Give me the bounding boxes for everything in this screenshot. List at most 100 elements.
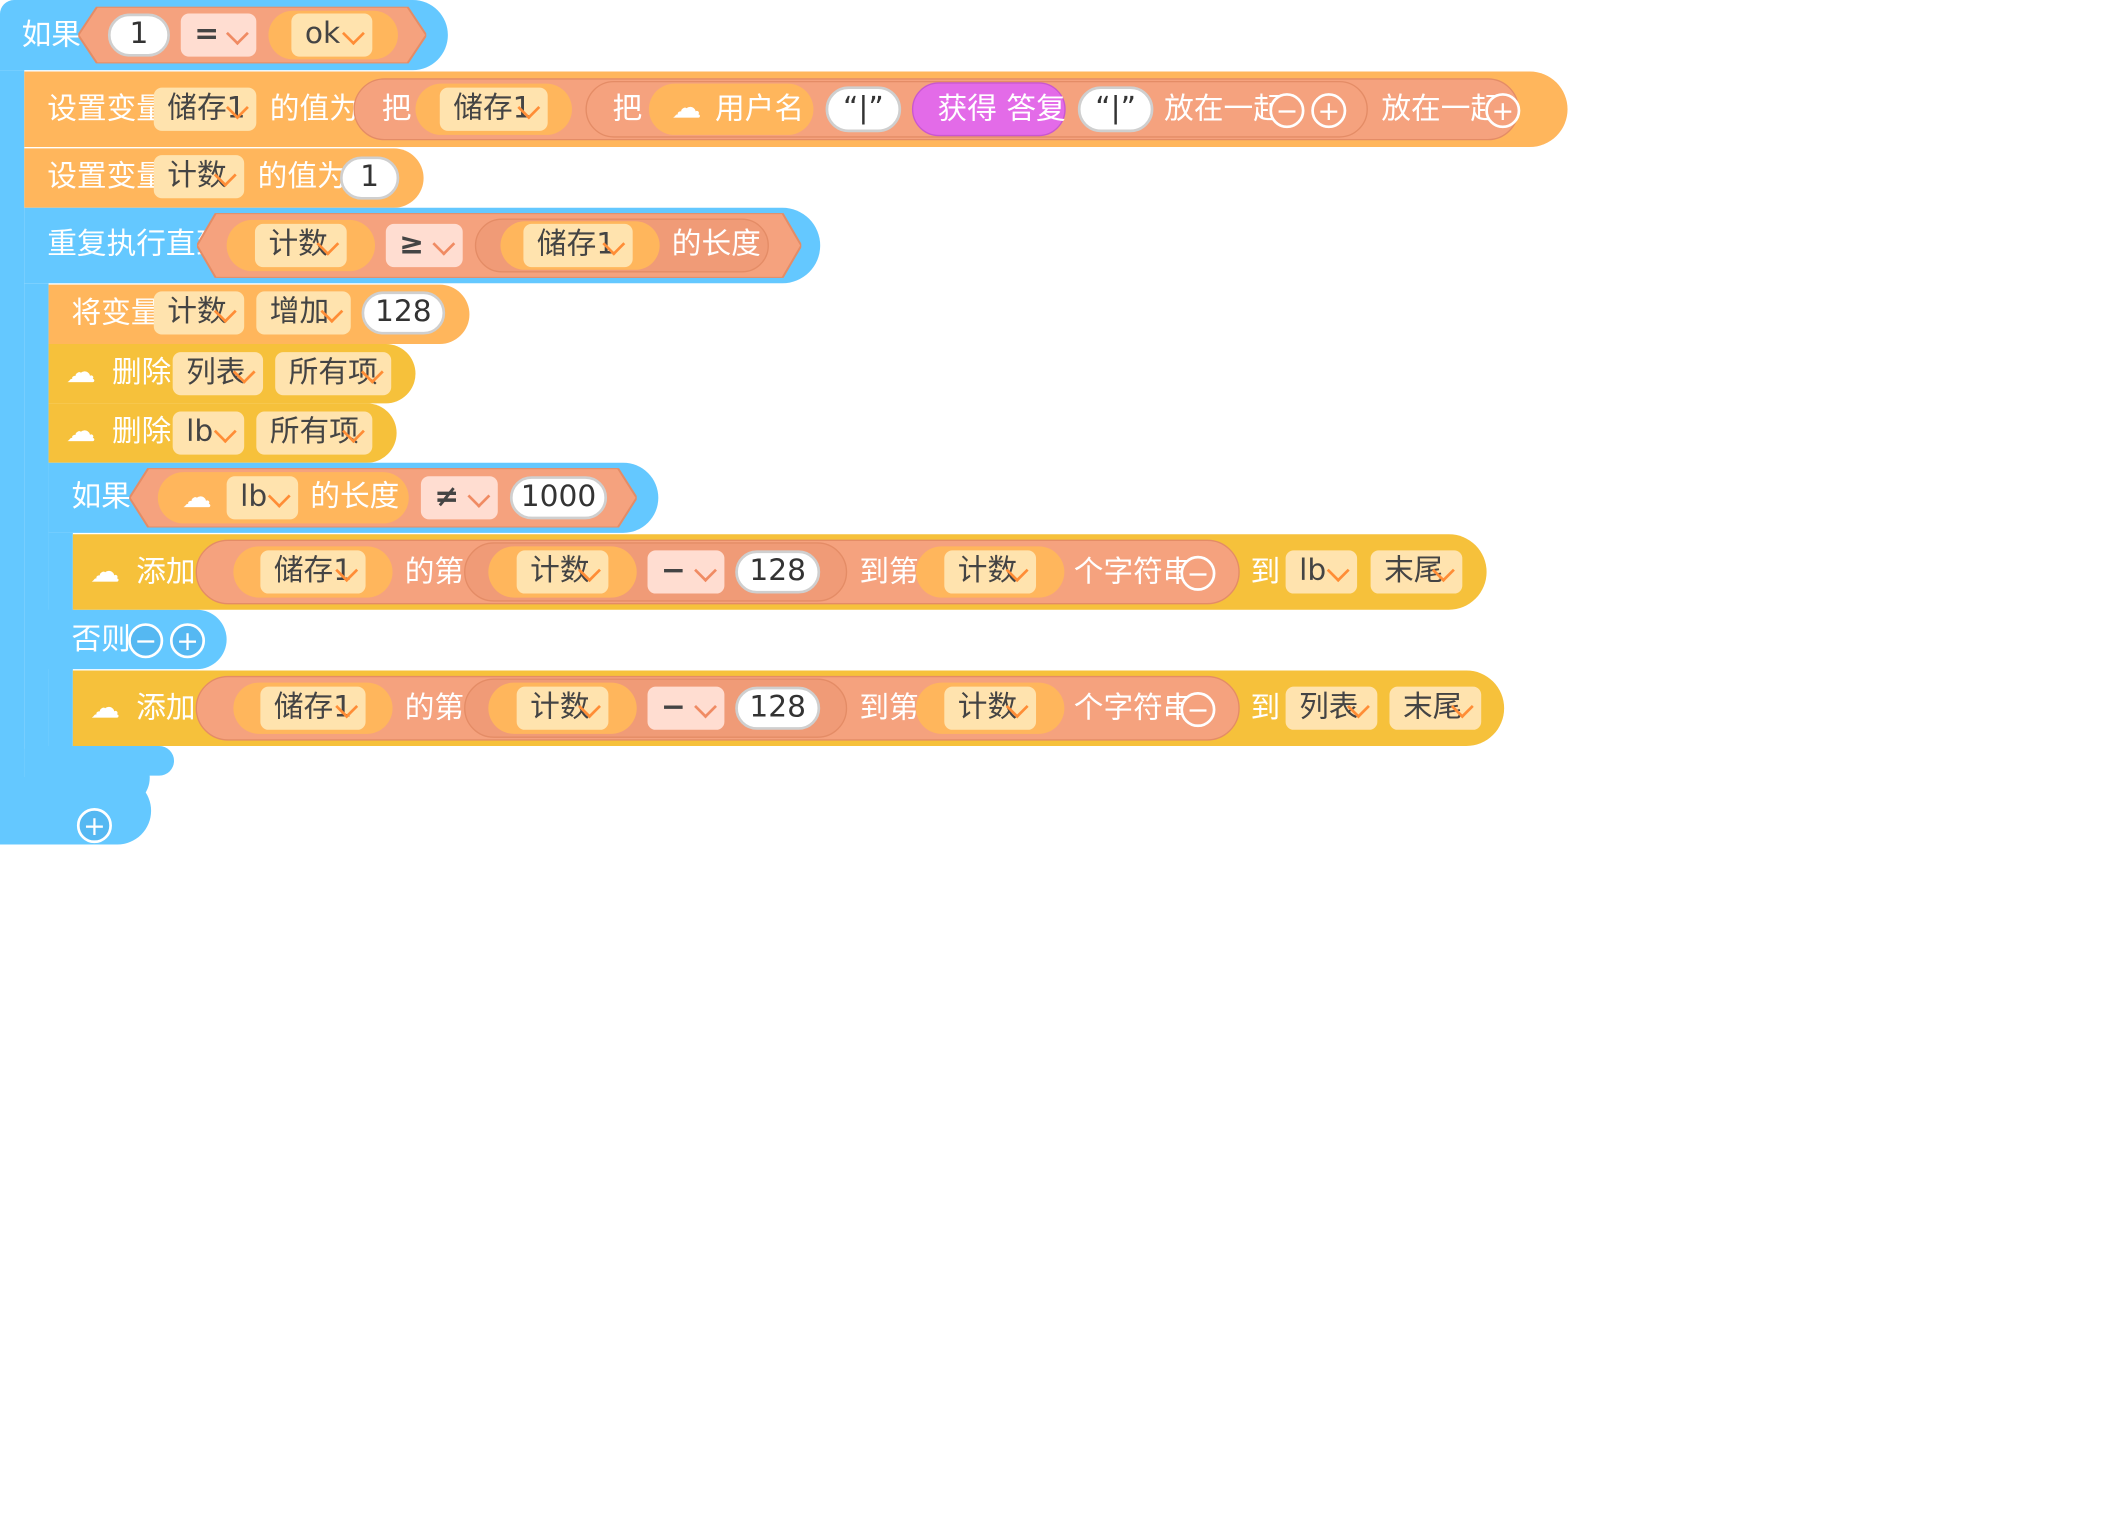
minus-button[interactable]: − [128, 623, 164, 659]
chevron-down-icon [694, 695, 717, 719]
if-operator-dropdown[interactable]: = [180, 13, 257, 57]
set2-value[interactable]: 1 [339, 156, 400, 200]
if-left-value[interactable]: 1 [107, 13, 170, 57]
add1-num[interactable]: 128 [735, 550, 821, 594]
add1-count2-text: 计数 [957, 554, 1018, 589]
cloud-list-icon: ☁ [90, 692, 121, 726]
repeat-var-text: 计数 [268, 227, 328, 262]
inc-value[interactable]: 128 [361, 291, 446, 335]
set1-mid-label: 的值为 [269, 93, 359, 127]
add1-count-dropdown[interactable]: 计数 [516, 550, 609, 594]
if-operator-text: = [194, 17, 220, 52]
set2-var-dropdown[interactable]: 计数 [153, 155, 245, 199]
repeat-list-dropdown[interactable]: 储存1 [523, 223, 633, 268]
del1-which-dropdown[interactable]: 所有项 [275, 352, 392, 396]
add1-chars-label: 个字符串 [1073, 555, 1193, 590]
del2-label: 删除 [111, 415, 172, 450]
repeat-var-dropdown[interactable]: 计数 [254, 223, 347, 268]
cloud-list-icon: ☁ [90, 555, 121, 590]
user-name-pill[interactable] [648, 83, 814, 135]
del2-which-dropdown[interactable]: 所有项 [256, 411, 373, 455]
plus-button[interactable]: + [1311, 93, 1347, 129]
repeat-operator-dropdown[interactable]: ≥ [385, 223, 463, 268]
get-answer-label: 获得 答复 [937, 93, 1066, 127]
add2-count2-text: 计数 [957, 690, 1018, 725]
if2-list-dropdown[interactable]: lb [226, 476, 299, 520]
add2-pos-dropdown[interactable]: 末尾 [1389, 686, 1482, 730]
join-label-1: 放在一起 [1164, 93, 1283, 127]
inc-action-text: 增加 [269, 295, 330, 330]
if-label: 如果 [21, 18, 81, 53]
add1-daodi-label: 到第 [859, 555, 919, 590]
add1-count-text: 计数 [530, 554, 590, 589]
add2-label: 添加 [136, 692, 196, 726]
minus-button[interactable]: − [1180, 692, 1216, 728]
inc-var-dropdown[interactable]: 计数 [153, 291, 245, 335]
chevron-down-icon [1326, 559, 1350, 583]
add1-pos-text: 末尾 [1384, 554, 1444, 589]
add1-count2-dropdown[interactable]: 计数 [944, 550, 1037, 594]
add2-count-dropdown[interactable]: 计数 [516, 686, 609, 730]
add-else-if-plus-button[interactable]: + [76, 808, 112, 844]
add2-to-label: 到 [1250, 692, 1281, 726]
add2-var-text: 储存1 [273, 690, 353, 725]
add1-list-dropdown[interactable]: lb [1285, 550, 1358, 594]
if-right-text: ok [304, 17, 341, 52]
chevron-down-icon [341, 22, 365, 46]
set1-label: 设置变量 [47, 93, 166, 127]
add2-minus-dropdown[interactable]: − [647, 686, 725, 730]
del1-list-dropdown[interactable]: 列表 [172, 352, 264, 396]
add2-count-text: 计数 [530, 690, 590, 725]
if-right-dropdown[interactable]: ok [291, 13, 373, 57]
set1-inner-var-dropdown[interactable]: 储存1 [439, 87, 548, 131]
add1-label: 添加 [136, 555, 196, 590]
add2-num[interactable]: 128 [735, 686, 821, 730]
repeat-label: 重复执行直到 [47, 227, 226, 262]
add1-minus-dropdown[interactable]: − [647, 550, 725, 594]
plus-button[interactable]: + [169, 623, 206, 659]
add2-var-dropdown[interactable]: 储存1 [260, 686, 366, 730]
cloud-list-icon: ☁ [66, 356, 96, 390]
inc-label: 将变量 [71, 296, 161, 331]
add2-list-text: 列表 [1299, 690, 1359, 725]
add2-list-dropdown[interactable]: 列表 [1285, 686, 1378, 730]
get-answer-block[interactable] [911, 82, 1066, 137]
if-block-outer-arm [0, 70, 25, 845]
repeat-length-label: 的长度 [671, 227, 761, 262]
set2-mid-label: 的值为 [257, 160, 347, 195]
set1-var-dropdown[interactable]: 储存1 [153, 87, 257, 131]
inc-action-dropdown[interactable]: 增加 [256, 291, 351, 335]
add1-var-dropdown[interactable]: 储存1 [260, 550, 366, 594]
minus-button[interactable]: − [1269, 93, 1305, 129]
chevron-down-icon [225, 22, 249, 46]
cloud-list-icon: ☁ [182, 481, 212, 516]
add1-pos-dropdown[interactable]: 末尾 [1370, 550, 1463, 594]
chevron-down-icon [467, 484, 491, 508]
repeat-list-text: 储存1 [536, 227, 616, 262]
minus-button[interactable]: − [1180, 555, 1216, 591]
del2-list-dropdown[interactable]: lb [172, 411, 245, 455]
if2-operator-dropdown[interactable]: ≠ [420, 476, 498, 520]
del1-list-text: 列表 [186, 356, 246, 390]
quote-value-2[interactable]: “|” [1077, 86, 1154, 133]
inc-var-text: 计数 [167, 295, 227, 330]
add2-daodi-label: 到第 [859, 692, 919, 726]
set2-var-text: 计数 [167, 159, 227, 193]
if2-value[interactable]: 1000 [509, 476, 608, 520]
plus-button[interactable]: + [1485, 93, 1521, 129]
set1-var-text: 储存1 [167, 91, 246, 126]
chevron-down-icon [432, 232, 456, 256]
user-name-label: 用户名 [714, 93, 805, 127]
repeat-arm [24, 283, 49, 807]
quote-value-1[interactable]: “|” [825, 86, 902, 133]
del2-list-text: lb [186, 415, 214, 450]
add2-pos-text: 末尾 [1402, 690, 1463, 725]
if2-label: 如果 [71, 480, 131, 514]
add2-dedi-label: 的第 [404, 692, 465, 726]
add2-count2-dropdown[interactable]: 计数 [944, 686, 1037, 730]
add1-list-text: lb [1299, 554, 1327, 589]
repeat-operator-text: ≥ [399, 227, 425, 262]
add2-chars-label: 个字符串 [1073, 692, 1193, 726]
chevron-down-icon [213, 420, 237, 444]
if2-operator-text: ≠ [434, 480, 460, 514]
